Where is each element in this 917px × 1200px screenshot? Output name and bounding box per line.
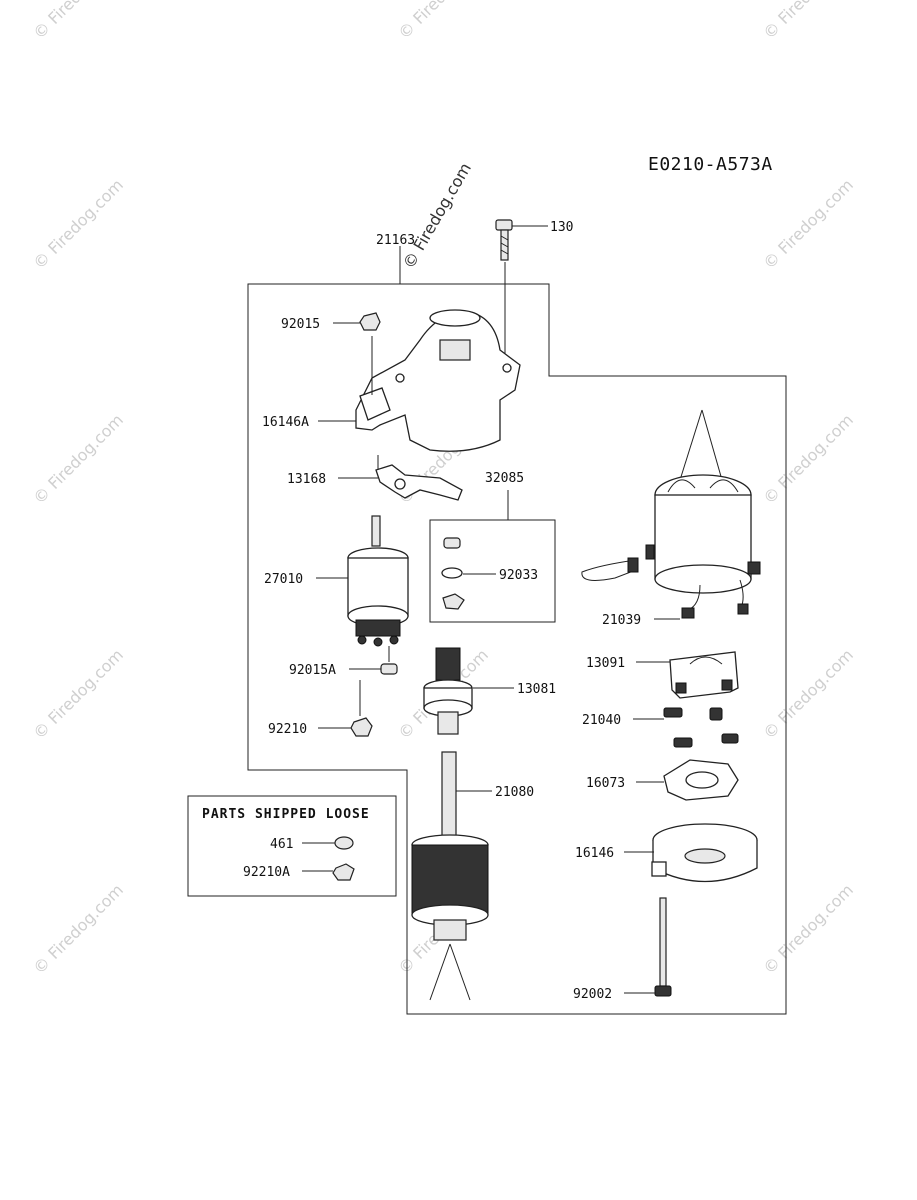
label-32085: 32085 bbox=[485, 471, 524, 486]
watermark-center: © Firedog.com bbox=[399, 159, 475, 272]
watermark: © Firedog.com bbox=[29, 645, 127, 743]
label-16073: 16073 bbox=[586, 776, 625, 791]
label-21039: 21039 bbox=[602, 613, 641, 628]
label-27010: 27010 bbox=[264, 572, 303, 587]
label-13091: 13091 bbox=[586, 656, 625, 671]
label-13168: 13168 bbox=[287, 472, 326, 487]
kit-part-washer bbox=[443, 537, 461, 549]
pinion-13081 bbox=[423, 647, 473, 735]
plate-16073-hole bbox=[685, 771, 719, 789]
watermark: © Firedog.com bbox=[394, 0, 492, 43]
parts-shipped-loose-box bbox=[187, 795, 397, 897]
kit-part-clip bbox=[442, 593, 465, 610]
kit-bracket-32085 bbox=[429, 519, 556, 623]
yoke-21039 bbox=[581, 409, 761, 619]
label-13081: 13081 bbox=[517, 682, 556, 697]
solenoid-housing bbox=[355, 309, 521, 452]
watermark: © Firedog.com bbox=[29, 0, 127, 43]
watermark: © Firedog.com bbox=[759, 645, 857, 743]
watermark: © Firedog.com bbox=[759, 410, 857, 508]
solenoid-27010 bbox=[347, 515, 409, 647]
label-92015A: 92015A bbox=[289, 663, 336, 678]
label-16146: 16146 bbox=[575, 846, 614, 861]
watermark: © Firedog.com bbox=[29, 175, 127, 273]
watermark: © Firedog.com bbox=[29, 410, 127, 508]
kit-part-ring bbox=[441, 567, 463, 579]
springs-21040 bbox=[663, 707, 739, 748]
diagram-code: E0210-A573A bbox=[648, 154, 773, 175]
label-92210: 92210 bbox=[268, 722, 307, 737]
label-461: 461 bbox=[270, 837, 293, 852]
label-92002: 92002 bbox=[573, 987, 612, 1002]
label-92015: 92015 bbox=[281, 317, 320, 332]
armature-21080 bbox=[411, 751, 489, 1001]
end-cover-16146 bbox=[651, 823, 758, 883]
washer-92015A bbox=[380, 663, 398, 675]
watermark: © Firedog.com bbox=[759, 0, 857, 43]
watermark: © Firedog.com bbox=[29, 880, 127, 978]
brush-holder-13091 bbox=[669, 651, 739, 699]
label-92210A: 92210A bbox=[243, 865, 290, 880]
watermark: © Firedog.com bbox=[759, 175, 857, 273]
label-92033: 92033 bbox=[499, 568, 538, 583]
assembly-outline-upper bbox=[247, 283, 787, 1015]
lever-13168 bbox=[375, 464, 463, 501]
label-21080: 21080 bbox=[495, 785, 534, 800]
label-21163: 21163 bbox=[376, 233, 415, 248]
parts-shipped-loose-title: PARTS SHIPPED LOOSE bbox=[202, 807, 370, 822]
watermark: © Firedog.com bbox=[759, 880, 857, 978]
label-21040: 21040 bbox=[582, 713, 621, 728]
nut-92210A bbox=[332, 863, 355, 881]
label-130: 130 bbox=[550, 220, 573, 235]
through-bolt-92002 bbox=[654, 897, 672, 997]
nut-92210 bbox=[350, 717, 373, 737]
washer-461 bbox=[334, 836, 354, 850]
label-16146A: 16146A bbox=[262, 415, 309, 430]
bolt-130 bbox=[495, 219, 513, 261]
nut-92015 bbox=[359, 312, 381, 331]
